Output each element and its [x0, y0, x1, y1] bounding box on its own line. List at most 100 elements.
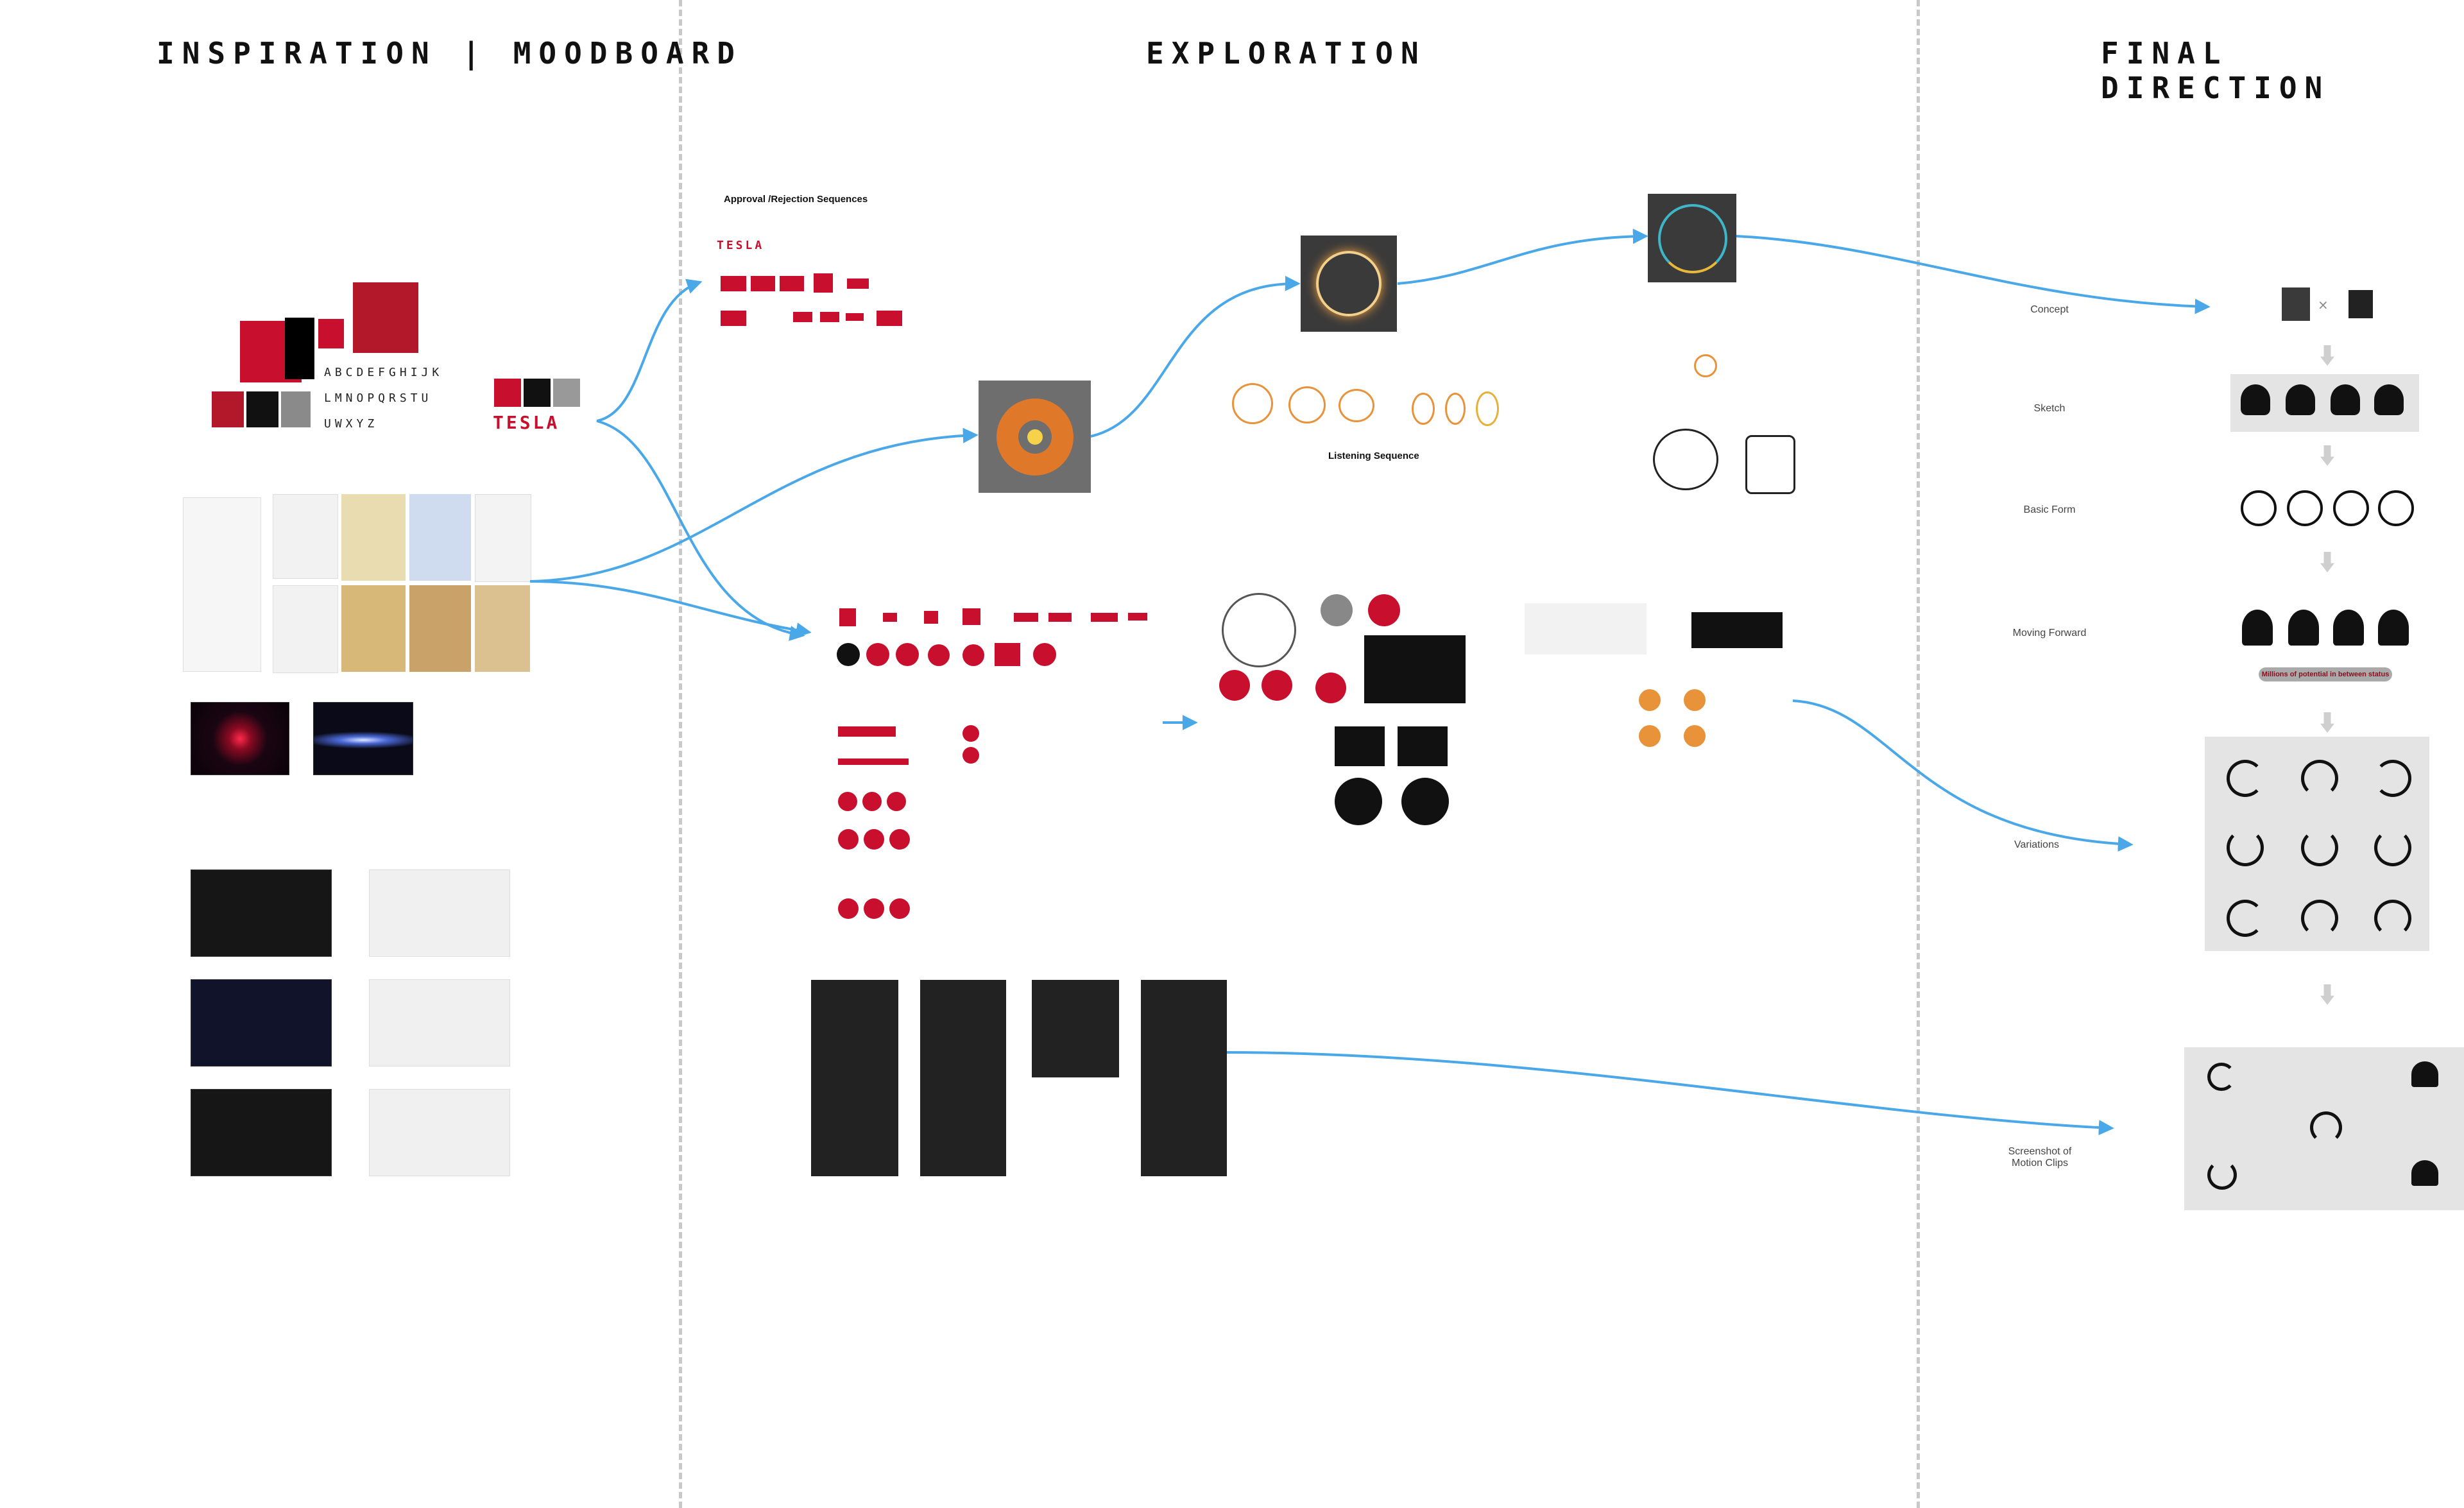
- motion-frame-column-2: [920, 980, 1006, 1176]
- tesla-car-tile: [353, 282, 418, 353]
- red-circle-4: [1315, 673, 1346, 703]
- orange-ring-concept-tile: [979, 381, 1091, 493]
- step-label-concept: Concept: [2030, 304, 2069, 315]
- approval-stroke-1: [721, 276, 746, 291]
- sketch-logo-3: [2331, 384, 2360, 415]
- red-circle-2: [1219, 670, 1250, 701]
- listening-sketch-6: [1476, 391, 1499, 426]
- sketch-logo-1: [2241, 384, 2270, 415]
- tesla-logo-variant-1: [212, 391, 244, 427]
- patent-sheet-brown: [409, 585, 471, 672]
- connector-glow-to-gradient: [1397, 228, 1648, 285]
- approval-stroke-4: [814, 273, 833, 293]
- motion-clip-5: [2411, 1160, 2438, 1186]
- patent-sheet-blue: [409, 494, 471, 581]
- motion-frame-column-3: [1032, 980, 1119, 1077]
- red-circle-1: [1368, 594, 1400, 626]
- tesla-logo-variant-3: [281, 391, 311, 427]
- grey-circle-1: [1321, 594, 1353, 626]
- phone-sketch: [1745, 435, 1795, 494]
- approval-stroke-2: [751, 276, 775, 291]
- rejection-stroke-3: [820, 312, 839, 322]
- dark-circle-2: [1401, 778, 1449, 825]
- logo-row-a-2: [862, 792, 882, 811]
- connector-patent-to-logo-sheet: [529, 580, 812, 638]
- column-divider-left: [679, 0, 682, 1508]
- logo-circle-6: [1033, 643, 1056, 666]
- variations-panel: [2205, 737, 2429, 951]
- logo-circle-3: [896, 643, 919, 666]
- concept-times-icon: ×: [2318, 297, 2329, 313]
- logo-explore-7: [1091, 613, 1118, 622]
- patent-sheet-mechanism: [273, 494, 338, 579]
- column-title-inspiration: INSPIRATION | MOODBOARD: [157, 36, 742, 71]
- tesla-icon-grey: [553, 379, 580, 407]
- variation-8: [2301, 900, 2338, 937]
- logo-explore-8: [1128, 613, 1147, 621]
- basic-form-1: [2241, 490, 2277, 526]
- column-divider-right: [1917, 0, 1920, 1508]
- sketch-logo-2: [2286, 384, 2315, 415]
- dark-card-3: [1335, 726, 1385, 766]
- logo-circle-5: [963, 644, 984, 666]
- patent-sheet-chart: [183, 497, 261, 672]
- motion-clip-3: [2310, 1111, 2342, 1144]
- variation-2: [2301, 760, 2338, 797]
- connector-motion-to-clips: [1226, 1051, 2114, 1136]
- flow-arrow-3: [2320, 552, 2334, 572]
- steering-wheel-sketch: [1653, 429, 1718, 490]
- patent-sheet-yellow-1: [341, 494, 406, 581]
- rejection-stroke-2: [793, 312, 812, 322]
- logo-explore-4: [963, 608, 980, 625]
- step-label-variations: Variations: [2014, 839, 2059, 850]
- description-text-block: [1525, 603, 1647, 655]
- logo-row-a-1: [838, 792, 857, 811]
- tesla-icon-black: [524, 379, 551, 407]
- moving-forward-1: [2242, 610, 2273, 646]
- connector-patent-to-orange-ring: [529, 427, 979, 583]
- logo-row-c-3: [889, 898, 910, 919]
- orange-circle-2: [1684, 689, 1706, 711]
- variation-5: [2301, 829, 2338, 866]
- logo-small-circle-1: [963, 725, 979, 742]
- moving-forward-3: [2333, 610, 2364, 646]
- approval-title: Approval /Rejection Sequences: [724, 194, 868, 205]
- dark-card-1: [1364, 635, 1416, 703]
- dark-card-4: [1398, 726, 1448, 766]
- moving-forward-4: [2378, 610, 2409, 646]
- listening-sketch-2: [1288, 386, 1326, 424]
- flow-arrow-1: [2320, 345, 2334, 366]
- logo-row-c-1: [838, 898, 859, 919]
- logo-explore-5: [1014, 613, 1038, 622]
- approval-stroke-5: [847, 278, 869, 289]
- variation-4: [2227, 829, 2264, 866]
- step-label-moving-forward: Moving Forward: [2012, 628, 2087, 638]
- alphabet-row-1: ABCDEFGHIJK: [324, 366, 443, 379]
- sketch-panel: [2230, 374, 2419, 432]
- motion-clip-4: [2207, 1160, 2237, 1190]
- basic-form-4: [2378, 490, 2414, 526]
- dark-circle-1: [1335, 778, 1382, 825]
- patent-sheet-turbine: [273, 585, 338, 673]
- orange-ring-core: [1027, 429, 1043, 445]
- logo-line-2: [838, 758, 909, 765]
- logo-row-b-3: [889, 829, 910, 850]
- step-label-sketch: Sketch: [2033, 403, 2066, 414]
- orange-circle-4: [1684, 725, 1706, 747]
- moving-forward-2: [2288, 610, 2319, 646]
- solar-system-image: [1691, 612, 1783, 648]
- dashboard-light-media: [369, 979, 510, 1067]
- rejection-stroke-1: [721, 311, 746, 326]
- step-label-basic-form: Basic Form: [2023, 504, 2076, 515]
- connector-gradient-to-concept: [1736, 235, 2211, 314]
- listening-sketch-1: [1232, 383, 1273, 424]
- variation-7: [2227, 900, 2264, 937]
- hal-eye-image: [191, 702, 289, 775]
- logo-row-a-3: [887, 792, 906, 811]
- dashboard-dark-map: [191, 979, 332, 1067]
- orange-circle-1: [1639, 689, 1661, 711]
- flow-arrow-5: [2320, 984, 2334, 1005]
- motion-clip-2: [2411, 1061, 2438, 1087]
- listening-sketch-5: [1445, 393, 1466, 425]
